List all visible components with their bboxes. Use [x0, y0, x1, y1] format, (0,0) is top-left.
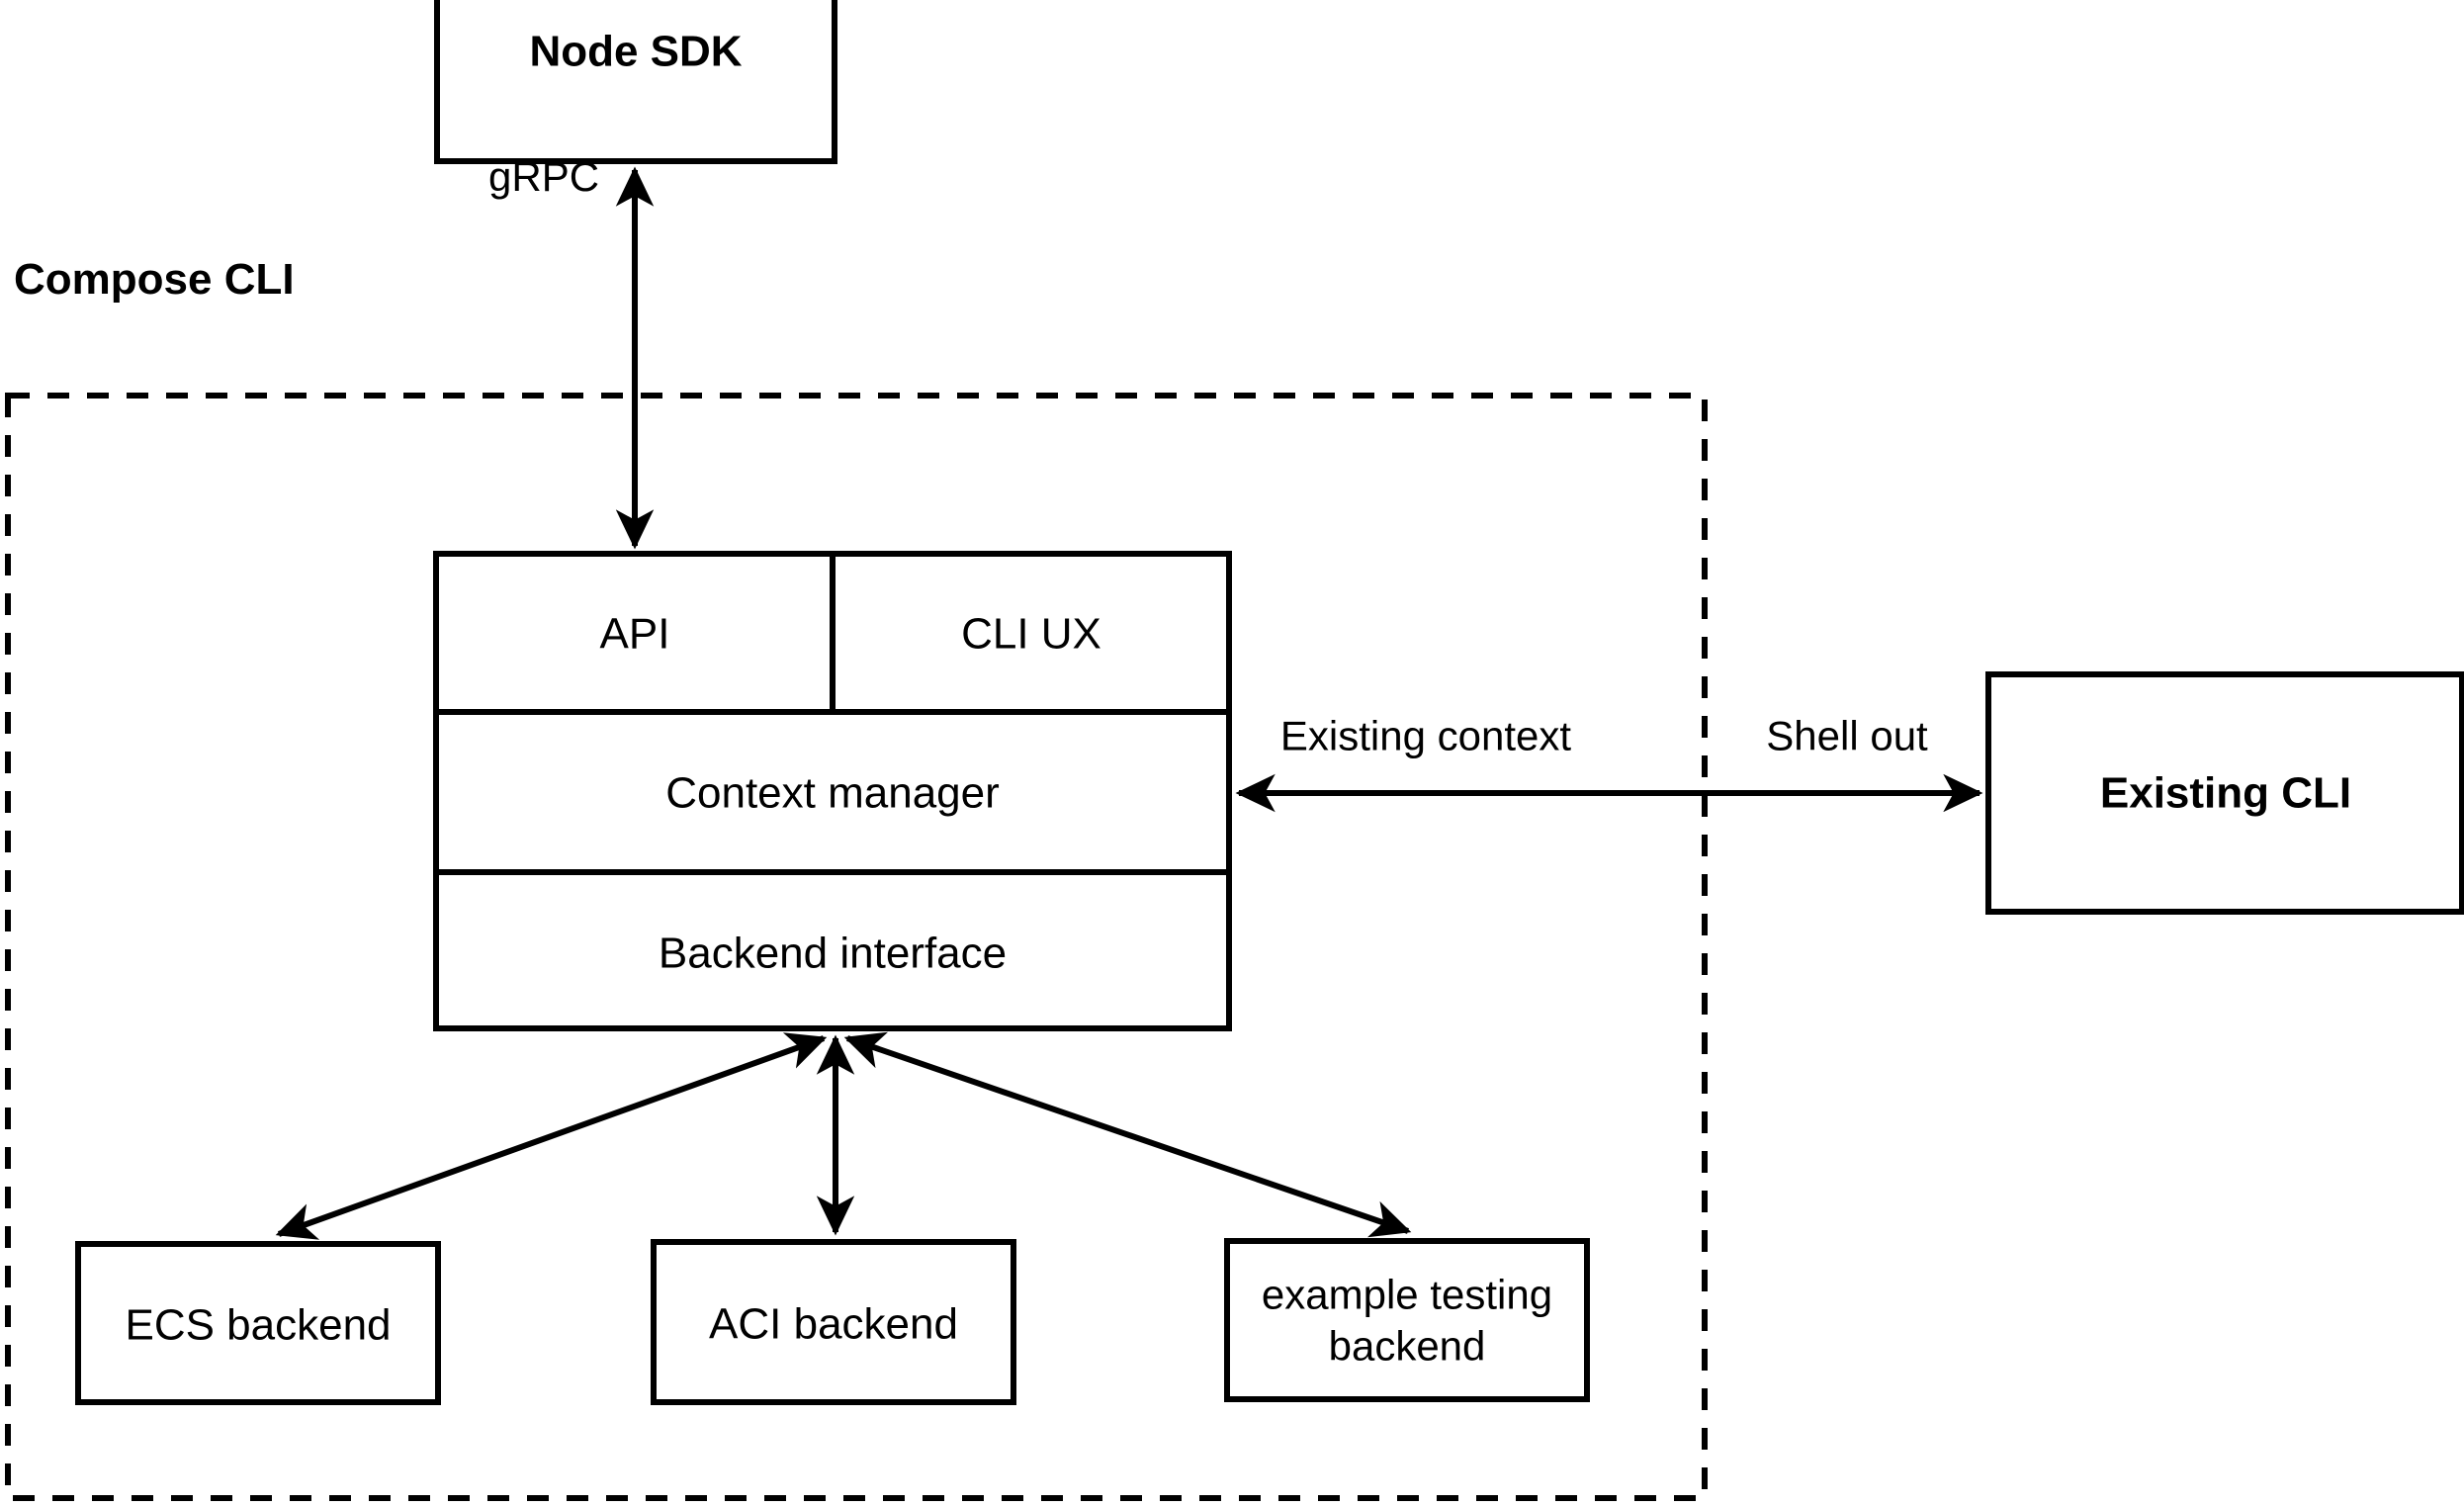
ecs-backend-box	[75, 1241, 441, 1405]
example-testing-backend-label-line2: backend	[1328, 1322, 1486, 1370]
node-sdk-label: Node SDK	[529, 27, 743, 76]
ecs-backend-label: ECS backend	[125, 1300, 392, 1350]
backend-interface-label: Backend interface	[658, 929, 1008, 978]
example-testing-backend-box	[1224, 1238, 1590, 1402]
shell-out-edge-label: Shell out	[1766, 712, 1928, 759]
cli-ux-label: CLI UX	[961, 609, 1101, 659]
example-testing-backend-label-line1: example testing	[1261, 1271, 1553, 1318]
backend-to-ecs-arrow	[275, 1032, 828, 1240]
existing-cli-label: Existing CLI	[2099, 768, 2352, 818]
compose-cli-group-label: Compose CLI	[14, 255, 295, 304]
aci-backend-label: ACI backend	[709, 1299, 958, 1349]
grpc-edge-label: gRPC	[488, 153, 600, 200]
api-label: API	[599, 609, 670, 659]
aci-backend-box	[651, 1239, 1016, 1405]
existing-context-edge-label: Existing context	[1279, 712, 1572, 759]
existing-cli-box	[1985, 671, 2464, 915]
node-sdk-box	[434, 0, 837, 164]
backend-to-example-arrow	[843, 1031, 1412, 1238]
compose-cli-group-boundary	[5, 393, 1708, 1501]
context-manager-label: Context manager	[665, 768, 1000, 818]
